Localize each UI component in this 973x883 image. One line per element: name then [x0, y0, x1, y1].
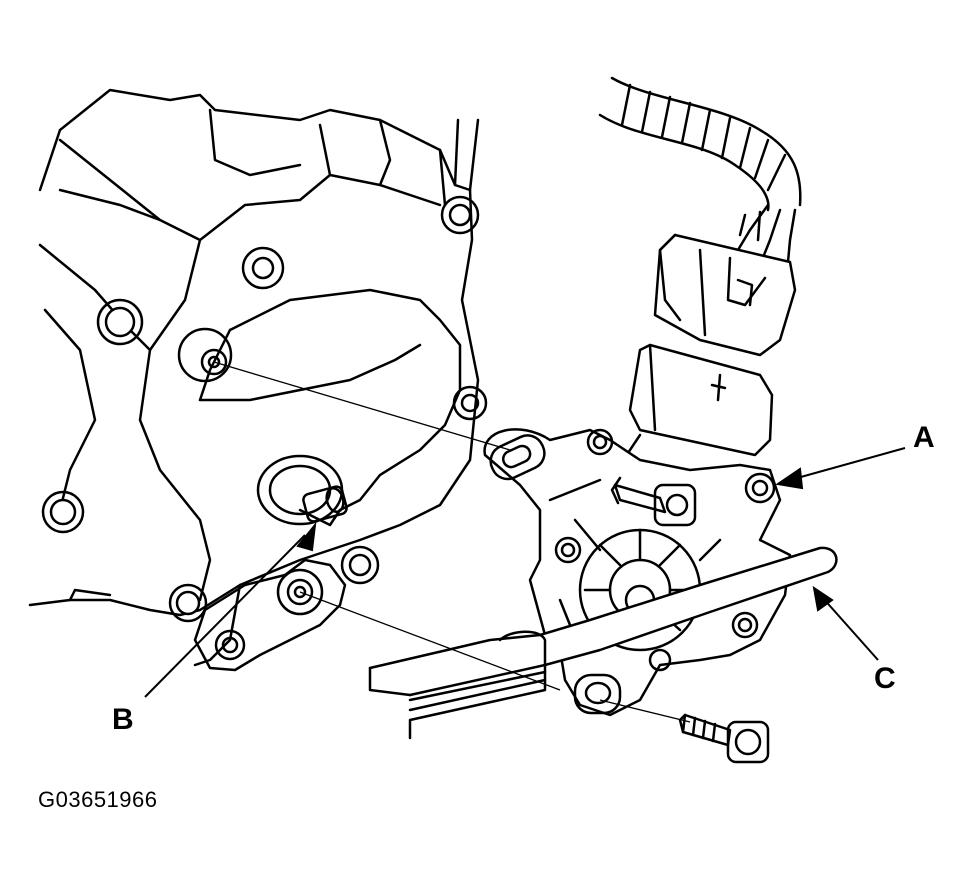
callout-label-b: B: [112, 703, 134, 736]
leader-line-a: [789, 447, 906, 481]
arrowhead-c: [812, 585, 834, 612]
arrowhead-a: [775, 467, 804, 490]
callout-label-c: C: [874, 662, 896, 695]
leader-arrows: [144, 447, 906, 698]
mounting-bolt: [678, 713, 770, 764]
arrowhead-b: [296, 521, 317, 552]
alignment-lever: [368, 546, 838, 740]
figure-code: G03651966: [38, 787, 158, 812]
transmission-housing: [28, 88, 488, 672]
leader-line-b: [144, 534, 306, 698]
wiring-harness: [598, 76, 802, 264]
leader-line-c: [821, 596, 879, 661]
callout-label-a: A: [913, 421, 935, 454]
alignment-lines: [213, 361, 691, 723]
electrical-connector: [618, 233, 797, 467]
